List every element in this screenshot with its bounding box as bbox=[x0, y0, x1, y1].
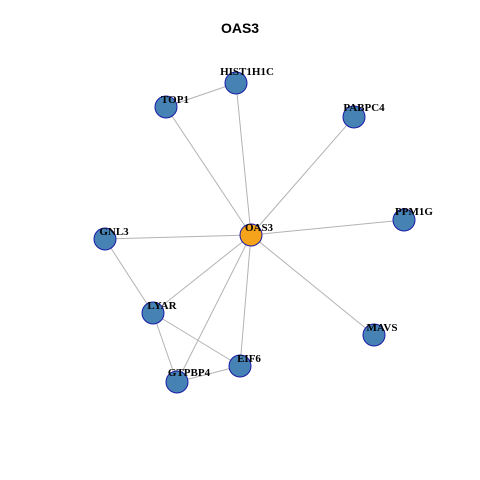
node-ppm1g bbox=[392, 208, 416, 232]
edge-top1-hist1h1c bbox=[165, 82, 237, 108]
edge-oas3-mavs bbox=[250, 234, 375, 336]
node-label-gtpbp4: GTPBP4 bbox=[168, 367, 211, 379]
node-lyar bbox=[141, 301, 165, 325]
node-gtpbp4 bbox=[165, 370, 189, 394]
node-top1 bbox=[154, 95, 178, 119]
edge-oas3-lyar bbox=[152, 234, 252, 314]
edge-oas3-top1 bbox=[165, 106, 252, 236]
node-gnl3 bbox=[93, 227, 117, 251]
node-label-oas3: OAS3 bbox=[245, 222, 274, 234]
node-label-lyar: LYAR bbox=[147, 300, 177, 312]
node-label-ppm1g: PPM1G bbox=[395, 206, 433, 218]
edge-gnl3-lyar bbox=[104, 238, 154, 314]
node-pabpc4 bbox=[342, 105, 366, 129]
edge-oas3-gnl3 bbox=[104, 234, 252, 240]
edge-oas3-ppm1g bbox=[250, 219, 405, 236]
edge-lyar-gtpbp4 bbox=[152, 312, 178, 383]
edge-oas3-eif6 bbox=[239, 234, 252, 367]
node-label-gnl3: GNL3 bbox=[99, 226, 129, 238]
node-label-eif6: EIF6 bbox=[237, 353, 261, 365]
edge-lyar-eif6 bbox=[152, 312, 241, 367]
node-mavs bbox=[362, 323, 386, 347]
node-label-top1: TOP1 bbox=[161, 94, 189, 106]
edge-oas3-pabpc4 bbox=[250, 116, 355, 236]
edge-oas3-hist1h1c bbox=[235, 82, 252, 236]
node-oas3 bbox=[239, 223, 263, 247]
node-label-mavs: MAVS bbox=[367, 322, 398, 334]
chart-title: OAS3 bbox=[220, 20, 260, 36]
node-eif6 bbox=[228, 354, 252, 378]
edge-oas3-gtpbp4 bbox=[176, 234, 252, 383]
node-label-pabpc4: PABPC4 bbox=[343, 102, 385, 114]
node-label-hist1h1c: HIST1H1C bbox=[220, 66, 274, 78]
node-hist1h1c bbox=[224, 71, 248, 95]
